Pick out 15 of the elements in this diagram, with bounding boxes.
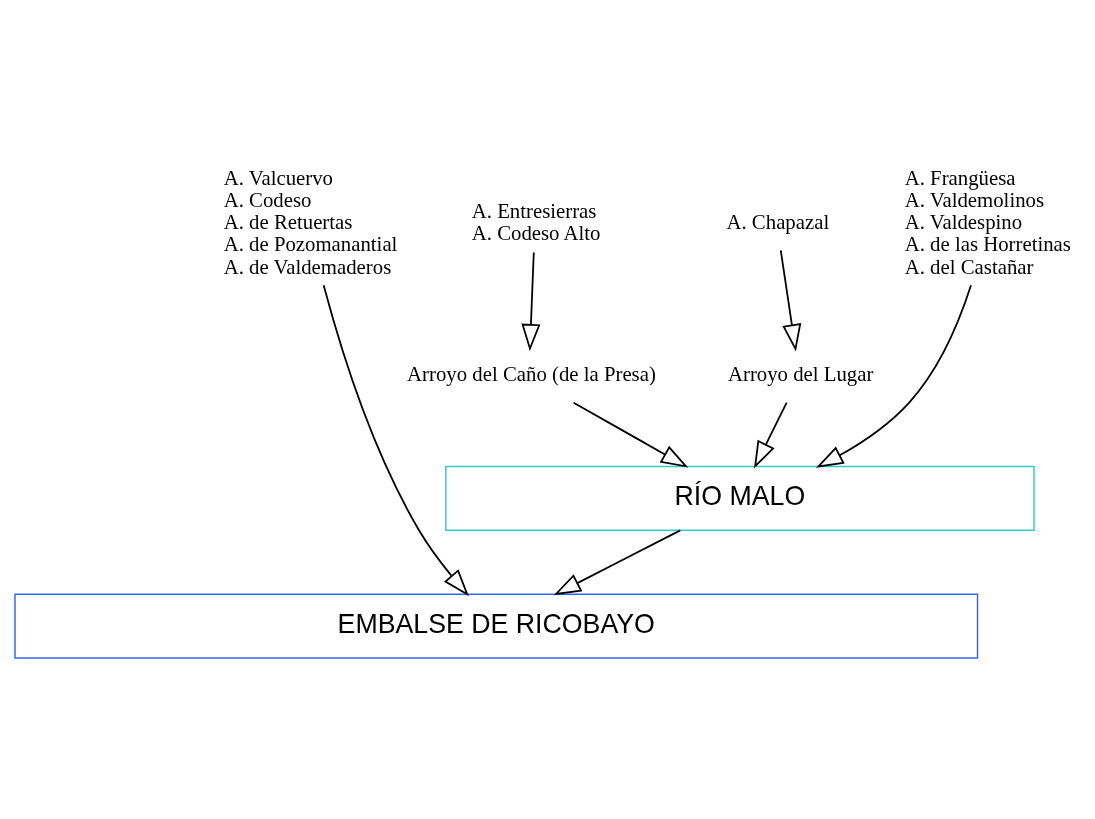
node-text: A. Entresierras A. Codeso Alto [471,198,601,244]
node-text: A. Chapazal [726,209,830,233]
arrow [322,283,469,596]
arrow [816,283,972,468]
arrow [572,401,689,468]
node-box: EMBALSE DE RICOBAYO [14,592,979,659]
arrow [754,401,788,468]
arrow [553,529,682,595]
node-text: A. Frangüesa A. Valdemolinos A. Valdespino A. de las Horretinas A. del Castañar [904,165,1071,278]
node-text: Arroyo del Caño (de la Presa) [407,361,656,385]
node-text: Arroyo del Lugar [727,361,874,385]
arrow [521,251,541,351]
node-text: A. Valcuervo A. Codeso A. de Retuertas A. de Pozomanantial A. de Valdemaderos [223,165,398,278]
node-box: RÍO MALO [445,465,1035,531]
arrow [779,249,802,352]
